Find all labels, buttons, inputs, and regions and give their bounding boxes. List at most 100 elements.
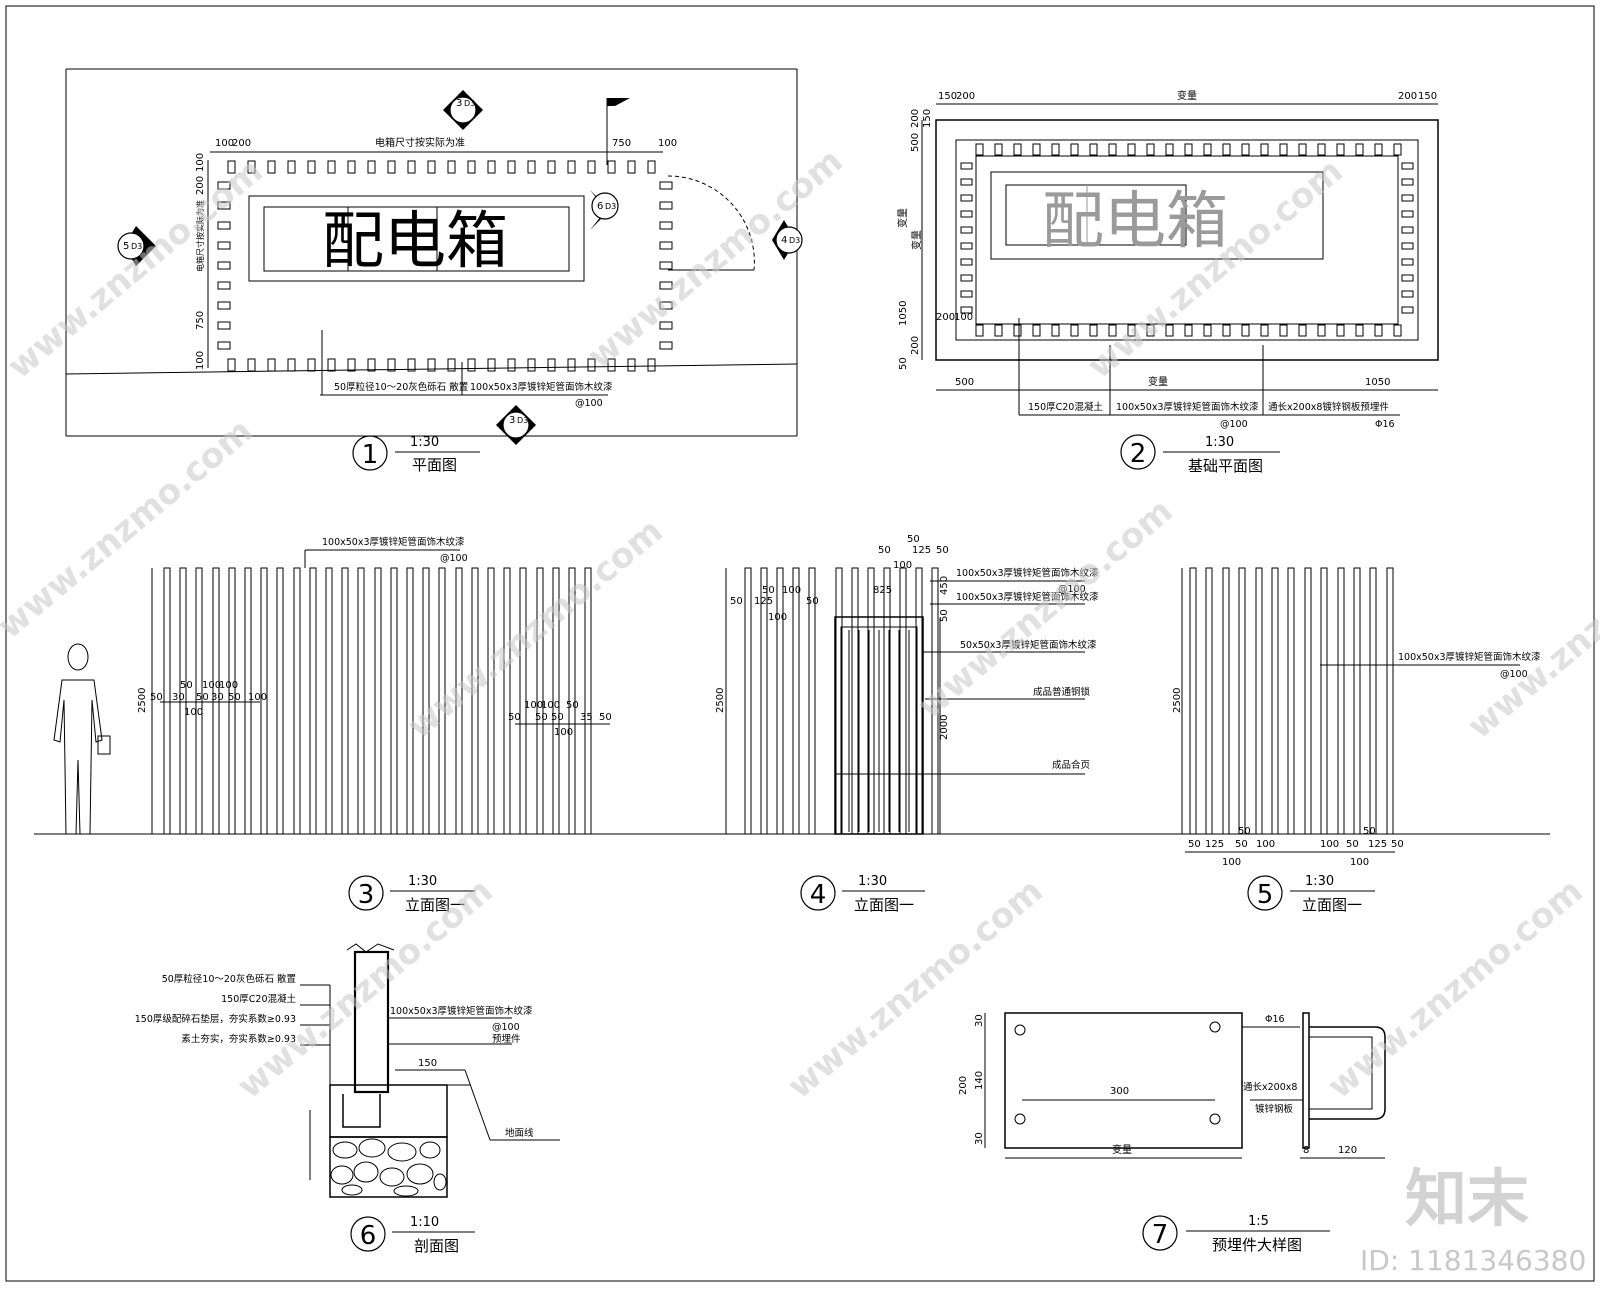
post bbox=[587, 358, 596, 372]
callout-num: 5 bbox=[123, 241, 129, 252]
post bbox=[1184, 143, 1193, 156]
post bbox=[659, 261, 673, 270]
drawing-6-section: 150 地面线 50厚粒径10～20灰色砾石 散置 150厚C20混凝土 150… bbox=[135, 943, 560, 1255]
door-swing bbox=[667, 175, 755, 271]
note-text: 150厚C20混凝土 bbox=[1028, 401, 1103, 413]
slat bbox=[244, 567, 252, 835]
post bbox=[447, 160, 456, 174]
post bbox=[287, 160, 296, 174]
post bbox=[467, 160, 476, 174]
callout-3-top: 3 D3 bbox=[443, 90, 483, 130]
post bbox=[659, 321, 673, 330]
dim-text: 200 bbox=[958, 1076, 969, 1095]
note-text: 150厚C20混凝土 bbox=[221, 993, 296, 1005]
post bbox=[659, 301, 673, 310]
dim-text: 100 bbox=[219, 680, 238, 691]
post bbox=[960, 226, 973, 234]
dim-text: 825 bbox=[873, 585, 892, 596]
dim-text: 1050 bbox=[1365, 377, 1390, 388]
post bbox=[347, 358, 356, 372]
post bbox=[1032, 143, 1041, 156]
post bbox=[659, 341, 673, 350]
stone bbox=[358, 1138, 386, 1158]
slat bbox=[851, 567, 859, 835]
post bbox=[960, 210, 973, 218]
note-text: 通长x200x8镀锌钢板预埋件 bbox=[1268, 401, 1389, 413]
post bbox=[1051, 324, 1060, 337]
post bbox=[960, 290, 973, 298]
section-post bbox=[353, 950, 390, 1094]
post bbox=[1401, 162, 1414, 170]
dim-text: 变量 bbox=[910, 230, 923, 250]
dim-text: 100 bbox=[554, 727, 573, 738]
watermark-text: www.znzmo.com bbox=[580, 141, 850, 377]
post bbox=[960, 274, 973, 282]
drawing-2-foundation-plan: 配电箱 150 200 变量 200 150 500 200 150 变量 变量… bbox=[896, 89, 1439, 475]
drawing-title: 立面图一 bbox=[1302, 896, 1362, 914]
dim-text: 变量 bbox=[1177, 89, 1197, 102]
callout-num: 3 bbox=[509, 415, 515, 426]
post bbox=[1051, 143, 1060, 156]
stone bbox=[433, 1173, 447, 1191]
post bbox=[1241, 324, 1250, 337]
slat bbox=[1320, 567, 1328, 835]
post bbox=[217, 241, 231, 250]
dim-text: 50 bbox=[762, 585, 775, 596]
post bbox=[1317, 324, 1326, 337]
post bbox=[1401, 306, 1414, 314]
slat bbox=[1238, 567, 1246, 835]
slat bbox=[792, 567, 800, 835]
dim-text: 200 bbox=[910, 109, 921, 128]
dim-text: 50 bbox=[150, 692, 163, 703]
callout-4: 4 D3 bbox=[772, 220, 803, 260]
dim-text: 120 bbox=[1338, 1145, 1357, 1156]
sign-text: 配电箱 bbox=[322, 204, 508, 277]
drawing-number: 5 bbox=[1257, 880, 1274, 910]
dim-text: 变量 bbox=[896, 208, 909, 228]
dim-text: 50 bbox=[878, 545, 891, 556]
callout-sheet: D3 bbox=[131, 242, 142, 251]
dim-text: 50 bbox=[898, 357, 909, 370]
post bbox=[527, 160, 536, 174]
slat bbox=[1255, 567, 1263, 835]
slat bbox=[422, 567, 430, 835]
post bbox=[960, 162, 973, 170]
dim-text: 125 bbox=[754, 596, 773, 607]
slat bbox=[179, 567, 187, 835]
dim-text: 50 bbox=[535, 712, 548, 723]
watermark-text: www.znzmo.com bbox=[0, 411, 260, 647]
drawing-scale: 1:10 bbox=[410, 1215, 439, 1230]
note-text: 50厚粒径10～20灰色砾石 散置 bbox=[334, 381, 468, 393]
drawing-number: 3 bbox=[358, 880, 375, 910]
dim-text: 30 bbox=[172, 692, 185, 703]
slat bbox=[1271, 567, 1279, 835]
post bbox=[607, 358, 616, 372]
dim-text: 50 bbox=[939, 609, 950, 622]
note-text: 预埋件 bbox=[492, 1033, 521, 1045]
post bbox=[1032, 324, 1041, 337]
dim-text: 50 bbox=[936, 545, 949, 556]
post bbox=[1070, 143, 1079, 156]
foundation-outer bbox=[935, 119, 1439, 361]
slat bbox=[1304, 567, 1312, 835]
post bbox=[1108, 324, 1117, 337]
gravel-bed bbox=[329, 1136, 448, 1198]
slat bbox=[1189, 567, 1197, 835]
note-text: @100 bbox=[440, 553, 468, 564]
dim-text: 2500 bbox=[715, 688, 726, 713]
post bbox=[567, 160, 576, 174]
post bbox=[607, 160, 616, 174]
dim-text: 30 bbox=[974, 1014, 985, 1027]
post bbox=[659, 221, 673, 230]
dim-text: 150 bbox=[418, 1058, 437, 1069]
post bbox=[1165, 143, 1174, 156]
stone bbox=[393, 1185, 419, 1197]
dim-text: 125 bbox=[1368, 839, 1387, 850]
post bbox=[467, 358, 476, 372]
slat bbox=[536, 567, 544, 835]
post bbox=[1374, 143, 1383, 156]
slat bbox=[406, 567, 414, 835]
post bbox=[1355, 143, 1364, 156]
post bbox=[287, 358, 296, 372]
